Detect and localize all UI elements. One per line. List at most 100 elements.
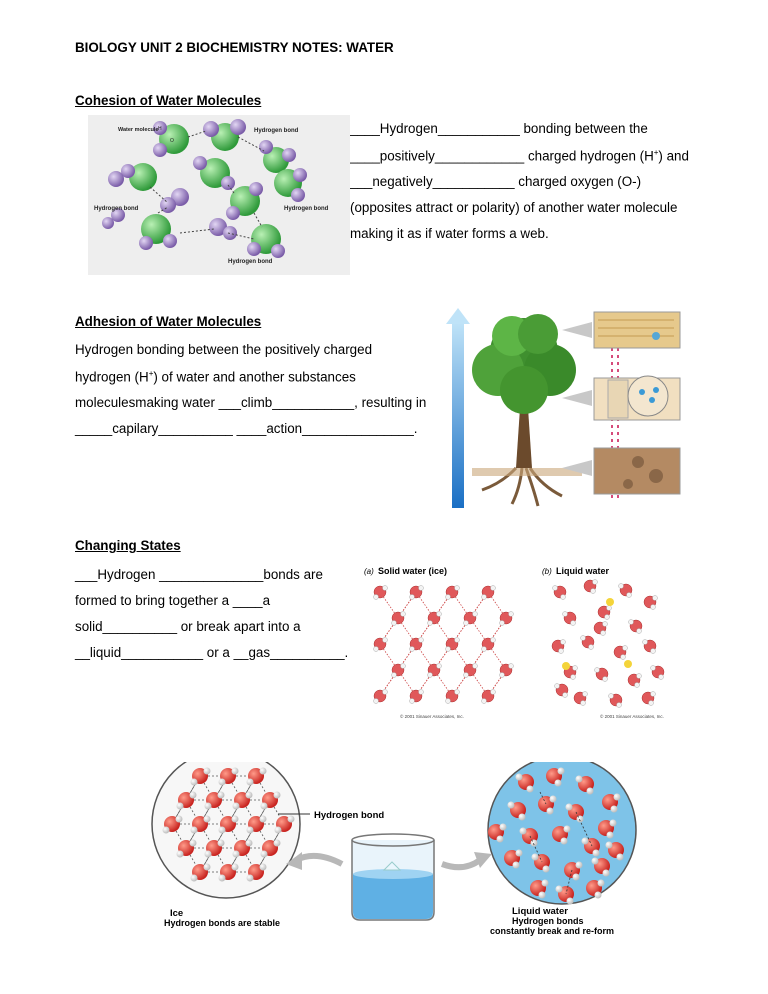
ice-water-molecule <box>463 663 478 678</box>
ice-molecule <box>190 767 211 786</box>
cohesion-figure: Water molecule O H Hydrogen bond Hydroge… <box>88 115 350 275</box>
liquid-water-molecule <box>583 579 598 594</box>
liquid-molecule <box>552 825 571 845</box>
beaker-icon <box>351 833 435 921</box>
ice-water-molecule <box>445 689 460 704</box>
liquid-molecule <box>515 773 534 793</box>
liquid-molecule <box>488 823 507 843</box>
ice-molecule <box>218 863 239 882</box>
water-molecule-label: Water molecule <box>118 127 158 133</box>
water-molecule-7 <box>226 182 263 220</box>
liquid-molecule <box>546 767 565 787</box>
ice-water-molecule <box>463 611 478 626</box>
states-heading: Changing States <box>75 538 181 553</box>
ice-molecule <box>246 815 267 834</box>
ice-molecule <box>190 863 211 882</box>
liquid-caption-2: constantly break and re-form <box>490 926 614 936</box>
ice-molecule <box>204 791 225 810</box>
h-label: H <box>158 126 162 132</box>
ice-water-molecule <box>481 585 496 600</box>
ice-water-molecule <box>391 611 406 626</box>
liquid-water-molecule <box>650 665 665 680</box>
liquid-water-molecule <box>641 691 656 706</box>
ice-water-molecule <box>445 637 460 652</box>
ice-water-molecule <box>427 611 442 626</box>
cohesion-heading: Cohesion of Water Molecules <box>75 93 262 108</box>
water-molecule-2 <box>203 119 246 151</box>
ice-water-molecule <box>427 663 442 678</box>
ice-water-molecule <box>445 585 460 600</box>
liquid-molecule <box>602 793 621 813</box>
ice-molecule <box>162 815 183 834</box>
liquid-molecules <box>551 579 665 708</box>
ice-molecule <box>232 839 253 858</box>
liquid-water-molecules <box>488 767 624 905</box>
states-line-2: formed to bring together a ____a <box>75 593 271 608</box>
liquid-label-b: (b) <box>542 567 552 576</box>
liquid-water-molecule <box>642 639 657 654</box>
root-detail-panel <box>593 447 681 495</box>
arrow-to-ice-icon <box>294 852 344 867</box>
liquid-molecule <box>591 857 610 877</box>
ice-molecule <box>260 791 281 810</box>
liquid-water-molecule <box>552 585 567 600</box>
solid-copyright: © 2001 Sinauer Associates, Inc. <box>400 713 464 719</box>
stem-detail-panel <box>593 375 681 421</box>
ice-title: Ice <box>170 908 183 919</box>
hydrogen-bond-label-bottom: Hydrogen bond <box>228 259 273 265</box>
ice-molecule <box>246 767 267 786</box>
liquid-water-molecule <box>618 583 633 598</box>
ice-molecule <box>218 767 239 786</box>
o-label: O <box>170 138 174 144</box>
ice-molecule <box>274 815 295 834</box>
water-molecule-4 <box>108 163 157 191</box>
ice-molecule <box>232 791 253 810</box>
water-molecule-1 <box>153 121 189 157</box>
liquid-water-molecule <box>597 605 612 620</box>
liquid-water-molecule <box>593 621 608 636</box>
ice-molecules <box>162 767 295 882</box>
cohesion-line-1: ____Hydrogen___________ bonding between … <box>350 121 648 136</box>
ice-water-molecule <box>409 637 424 652</box>
adhesion-line-3: moleculesmaking water ___climb__________… <box>75 395 427 410</box>
liquid-water-molecule <box>643 595 658 610</box>
ice-molecule <box>204 839 225 858</box>
ice-water-molecule <box>409 689 424 704</box>
water-molecule-9 <box>139 214 177 250</box>
water-molecule-8 <box>274 168 307 202</box>
solid-label: Solid water (ice) <box>378 566 447 576</box>
hydrogen-bond-label-left: Hydrogen bond <box>94 206 139 212</box>
liquid-molecule <box>507 801 526 821</box>
cohesion-line-4: (opposites attract or polarity) of anoth… <box>350 200 678 215</box>
cohesion-line-2: ____positively____________ charged hydro… <box>350 148 689 164</box>
liquid-molecule <box>504 849 523 869</box>
tree-icon <box>472 314 582 507</box>
liquid-water-molecule <box>551 639 566 654</box>
ice-molecule <box>190 815 211 834</box>
ice-water-molecule <box>391 663 406 678</box>
ice-molecule <box>218 815 239 834</box>
water-molecule-11 <box>247 224 285 258</box>
liquid-water-figure: (b) Liquid water © 2001 Sinauer Associat… <box>542 566 665 719</box>
ice-lattice <box>373 585 514 704</box>
ice-molecule <box>176 839 197 858</box>
liquid-water-molecule <box>562 611 577 626</box>
liquid-molecule <box>530 879 549 899</box>
hydrogen-bond-label: Hydrogen bond <box>314 810 384 821</box>
liquid-molecule <box>598 819 617 839</box>
liquid-water-molecule <box>580 635 595 650</box>
liquid-molecule <box>575 775 594 795</box>
solid-water-figure: (a) Solid water (ice) © 2001 Sinauer Ass… <box>364 566 514 719</box>
ice-molecule <box>176 791 197 810</box>
states-line-1: ___Hydrogen ______________bonds are <box>75 567 323 582</box>
ice-caption: Hydrogen bonds are stable <box>164 918 280 928</box>
ice-water-molecule <box>481 637 496 652</box>
liquid-water-molecule <box>628 619 643 634</box>
leaf-detail-panel <box>593 311 681 349</box>
states-line-4: __liquid___________ or a __gas__________… <box>75 645 349 660</box>
page-title: BIOLOGY UNIT 2 BIOCHEMISTRY NOTES: WATER <box>75 40 394 55</box>
ice-water-molecule <box>373 689 388 704</box>
adhesion-line-4: _____capilary__________ ____action______… <box>75 421 418 436</box>
states-line-3: solid__________ or break apart into a <box>75 619 301 634</box>
ice-liquid-figure: Hydrogen bond Ice Hydrogen bonds are sta… <box>151 762 637 936</box>
